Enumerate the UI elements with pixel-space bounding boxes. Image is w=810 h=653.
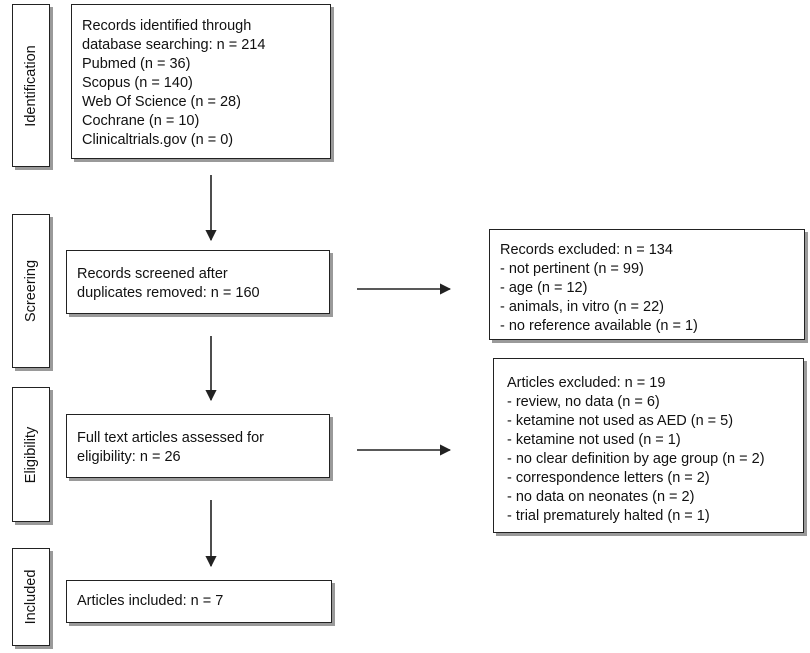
stage-screening: Screering: [12, 214, 50, 368]
included-line: Articles included: n = 7: [77, 593, 224, 609]
records-excluded-line: Records excluded: n = 134: [500, 242, 673, 258]
eligibility-box: Full text articles assessed for eligibil…: [66, 414, 330, 478]
articles-excluded-line: - ketamine not used as AED (n = 5): [507, 413, 734, 429]
identification-box: Records identified through database sear…: [71, 4, 331, 159]
articles-excluded-line: Articles excluded: n = 19: [507, 375, 666, 391]
identification-line: database searching: n = 214: [82, 37, 266, 53]
records-excluded-line: - age (n = 12): [500, 280, 588, 296]
identification-line: Scopus (n = 140): [82, 75, 193, 91]
identification-line: Pubmed (n = 36): [82, 56, 191, 72]
records-excluded-line: - not pertinent (n = 99): [500, 261, 644, 277]
stage-identification: Identification: [12, 4, 50, 167]
included-box: Articles included: n = 7: [66, 580, 332, 623]
identification-line: Web Of Science (n = 28): [82, 94, 241, 110]
articles-excluded-box: Articles excluded: n = 19 - review, no d…: [493, 358, 804, 533]
records-excluded-line: - no reference available (n = 1): [500, 318, 698, 334]
records-excluded-line: - animals, in vitro (n = 22): [500, 299, 664, 315]
screening-box: Records screened after duplicates remove…: [66, 250, 330, 314]
articles-excluded-line: - correspondence letters (n = 2): [507, 470, 710, 486]
identification-line: Records identified through: [82, 18, 252, 34]
articles-excluded-line: - no data on neonates (n = 2): [507, 489, 695, 505]
identification-line: Cochrane (n = 10): [82, 113, 200, 129]
eligibility-line: eligibility: n = 26: [77, 449, 181, 465]
articles-excluded-line: - trial prematurely halted (n = 1): [507, 508, 710, 524]
stage-eligibility: Eligibility: [12, 387, 50, 522]
articles-excluded-line: - no clear definition by age group (n = …: [507, 451, 765, 467]
stage-included: Included: [12, 548, 50, 646]
screening-line: duplicates removed: n = 160: [77, 285, 260, 301]
records-excluded-box: Records excluded: n = 134 - not pertinen…: [489, 229, 805, 340]
screening-line: Records screened after: [77, 266, 228, 282]
articles-excluded-line: - ketamine not used (n = 1): [507, 432, 681, 448]
identification-line: Clinicaltrials.gov (n = 0): [82, 132, 234, 148]
eligibility-line: Full text articles assessed for: [77, 430, 264, 446]
articles-excluded-line: - review, no data (n = 6): [507, 394, 660, 410]
